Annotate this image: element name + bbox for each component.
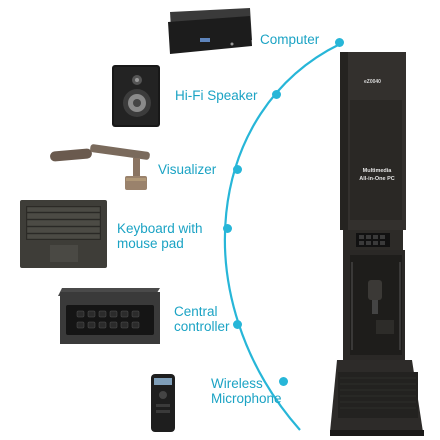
kiosk-device [330, 52, 424, 436]
label-visualizer: Visualizer [158, 162, 217, 177]
speaker-icon [112, 65, 160, 127]
label-speaker: Hi-Fi Speaker [175, 88, 258, 103]
label-computer: Computer [260, 32, 320, 47]
keyboard-icon [20, 200, 107, 268]
connector-dot-speaker [272, 90, 281, 99]
connector-dot-microphone [279, 377, 288, 386]
label-keyboard: Keyboard with mouse pad [117, 221, 203, 251]
mini-pc-icon [168, 8, 252, 54]
kiosk-panel-text-2: All-in-One PC [359, 176, 395, 182]
document-camera-icon [50, 144, 150, 190]
connector-dot-controller [233, 320, 242, 329]
connector-dot-computer [335, 38, 344, 47]
kiosk-panel-text-1: Multimedia [362, 168, 392, 174]
controller-icon [58, 288, 160, 344]
label-microphone: Wireless Microphone [211, 376, 282, 406]
kiosk-brand: eZ0040 [364, 79, 381, 85]
connector-arc [223, 43, 341, 431]
connector-dot-visualizer [233, 165, 242, 174]
microphone-icon [151, 374, 175, 432]
label-controller: Central controller [174, 304, 230, 334]
connector-dot-keyboard [223, 224, 232, 233]
